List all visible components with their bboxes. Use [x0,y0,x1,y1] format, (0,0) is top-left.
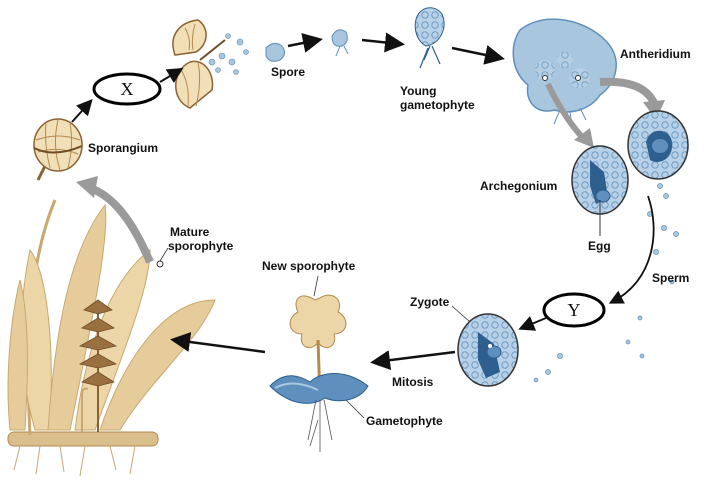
label-new-sporophyte: New sporophyte [262,259,356,273]
x-marker: X [94,74,160,104]
zygote-closeup [458,314,518,386]
y-marker: Y [544,294,604,326]
label-mitosis: Mitosis [392,375,434,389]
label-spore: Spore [271,65,305,79]
label-archegonium: Archegonium [480,179,557,193]
opening-sporangium [173,20,249,108]
new-sporophyte-illustration [270,295,368,452]
sporangium-illustration [34,119,82,180]
label-young-gametophyte-1: Young [400,84,436,98]
label-mature-sporophyte-2: sporophyte [168,239,234,253]
antheridium-closeup [628,111,688,179]
label-antheridium: Antheridium [620,47,691,61]
young-gametophyte [415,8,444,68]
label-sporangium: Sporangium [88,141,158,155]
label-egg: Egg [588,239,611,253]
label-mature-sporophyte-1: Mature [170,225,210,239]
spore-illustration [266,43,285,61]
label-sperm: Sperm [652,271,689,285]
y-marker-text: Y [568,300,581,320]
x-marker-text: X [121,79,134,99]
label-zygote: Zygote [410,295,450,309]
archegonium-closeup [572,146,628,236]
label-young-gametophyte-2: gametophyte [400,98,475,112]
pointer-dot [157,261,163,267]
label-gametophyte: Gametophyte [366,414,443,428]
germinating-spore [332,30,348,56]
